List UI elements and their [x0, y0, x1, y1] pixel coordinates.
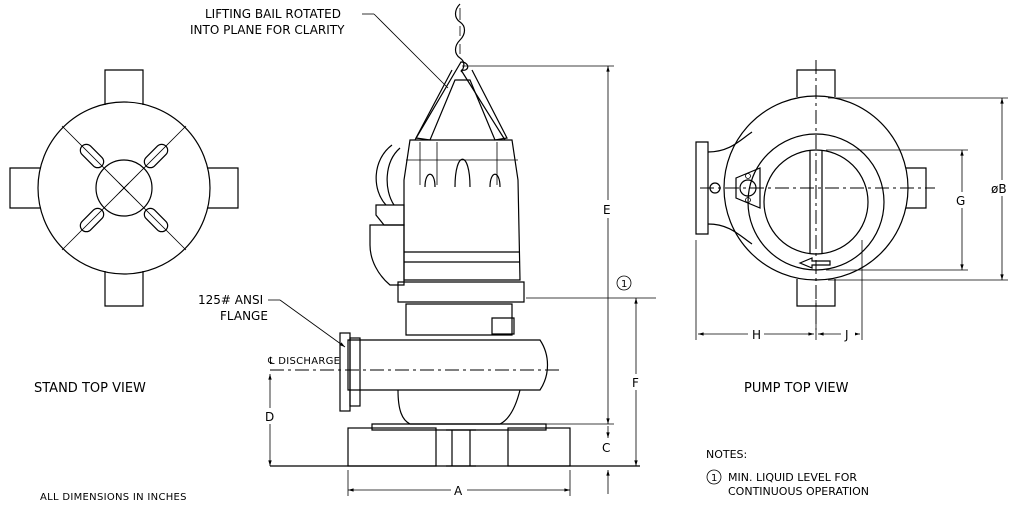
discharge-centerline-label: ℄ DISCHARGE	[267, 356, 340, 367]
dimension-h-label: H	[752, 328, 761, 342]
dimension-c: C	[602, 426, 610, 494]
dimension-b-label: øB	[991, 182, 1007, 196]
lifting-bail-text-1: LIFTING BAIL ROTATED	[205, 7, 341, 21]
dimension-f: F	[630, 297, 644, 467]
notes-block: NOTES: 1 MIN. LIQUID LEVEL FOR CONTINUOU…	[706, 448, 869, 498]
note-line-2: CONTINUOUS OPERATION	[728, 485, 869, 498]
note-marker-number: 1	[711, 473, 718, 484]
dimension-c-label: C	[602, 441, 610, 455]
pump-top-view	[695, 60, 935, 330]
lifting-bail-callout: LIFTING BAIL ROTATED INTO PLANE FOR CLAR…	[190, 7, 449, 89]
flange-text-1: 125# ANSI	[198, 293, 263, 307]
lifting-bail-text-2: INTO PLANE FOR CLARITY	[190, 23, 345, 37]
dimension-f-label: F	[632, 376, 639, 390]
notes-heading: NOTES:	[706, 448, 747, 461]
dimension-a-label: A	[454, 484, 463, 498]
note-line-1: MIN. LIQUID LEVEL FOR	[728, 471, 857, 484]
dimensions-unit-note: ALL DIMENSIONS IN INCHES	[40, 492, 187, 503]
dimension-d: D	[264, 373, 278, 467]
liquid-level-marker: 1	[526, 275, 656, 299]
liquid-level-marker-number: 1	[621, 279, 628, 290]
pump-top-view-title: PUMP TOP VIEW	[744, 381, 849, 396]
stand-top-view-title: STAND TOP VIEW	[34, 381, 146, 396]
dimension-e: E	[462, 65, 617, 425]
flange-callout: 125# ANSI FLANGE	[198, 293, 346, 348]
dimension-e-label: E	[603, 203, 611, 217]
dimension-b: øB	[828, 97, 1011, 281]
dimension-a: A	[347, 470, 571, 498]
stand-top-view	[9, 69, 239, 307]
flange-text-2: FLANGE	[220, 309, 268, 323]
dimension-j-label: J	[844, 328, 849, 342]
dimension-g: G	[826, 149, 970, 271]
pump-side-view	[270, 3, 640, 467]
dimension-g-label: G	[956, 194, 965, 208]
dimension-h-j: H J	[695, 240, 863, 342]
dimension-d-label: D	[265, 410, 274, 424]
